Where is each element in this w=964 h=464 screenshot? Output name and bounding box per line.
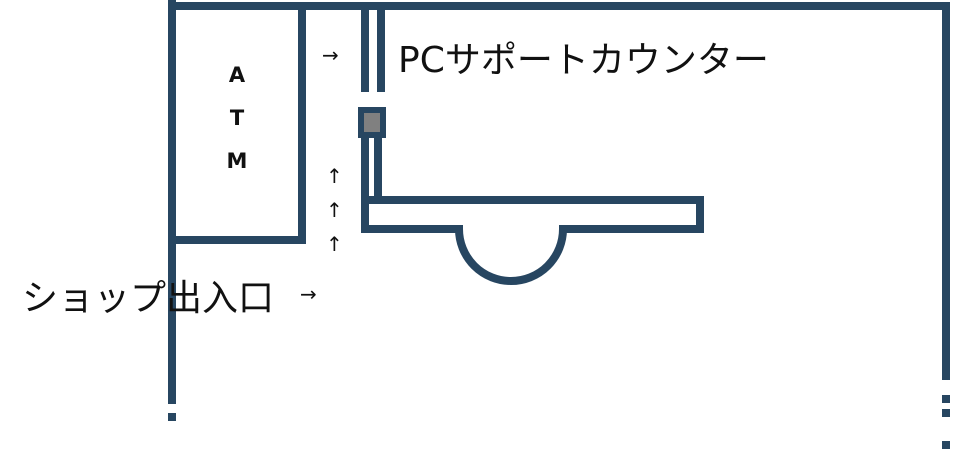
right-wall-dash-3 (942, 441, 950, 449)
counter-label: PCサポートカウンター (398, 40, 769, 81)
counter-arrow: → (322, 43, 339, 67)
path-up-arrow-1: ↑ (326, 164, 343, 188)
outer-wall-top (168, 0, 950, 380)
right-wall-dash-2 (942, 409, 950, 417)
entrance-arrow: → (300, 282, 317, 306)
pillar (358, 107, 386, 138)
counter-desk (361, 137, 704, 285)
left-wall-dash (168, 413, 176, 421)
atm-letter-a: A (228, 63, 246, 87)
path-up-arrow-3: ↑ (326, 232, 343, 256)
atm-booth-wall (172, 6, 306, 244)
atm-letter-t: T (229, 106, 245, 130)
entrance-label: ショップ出入口 (22, 278, 275, 319)
path-up-arrow-2: ↑ (326, 198, 343, 222)
atm-letter-m: M (226, 149, 248, 173)
right-wall-dash-1 (942, 395, 950, 403)
